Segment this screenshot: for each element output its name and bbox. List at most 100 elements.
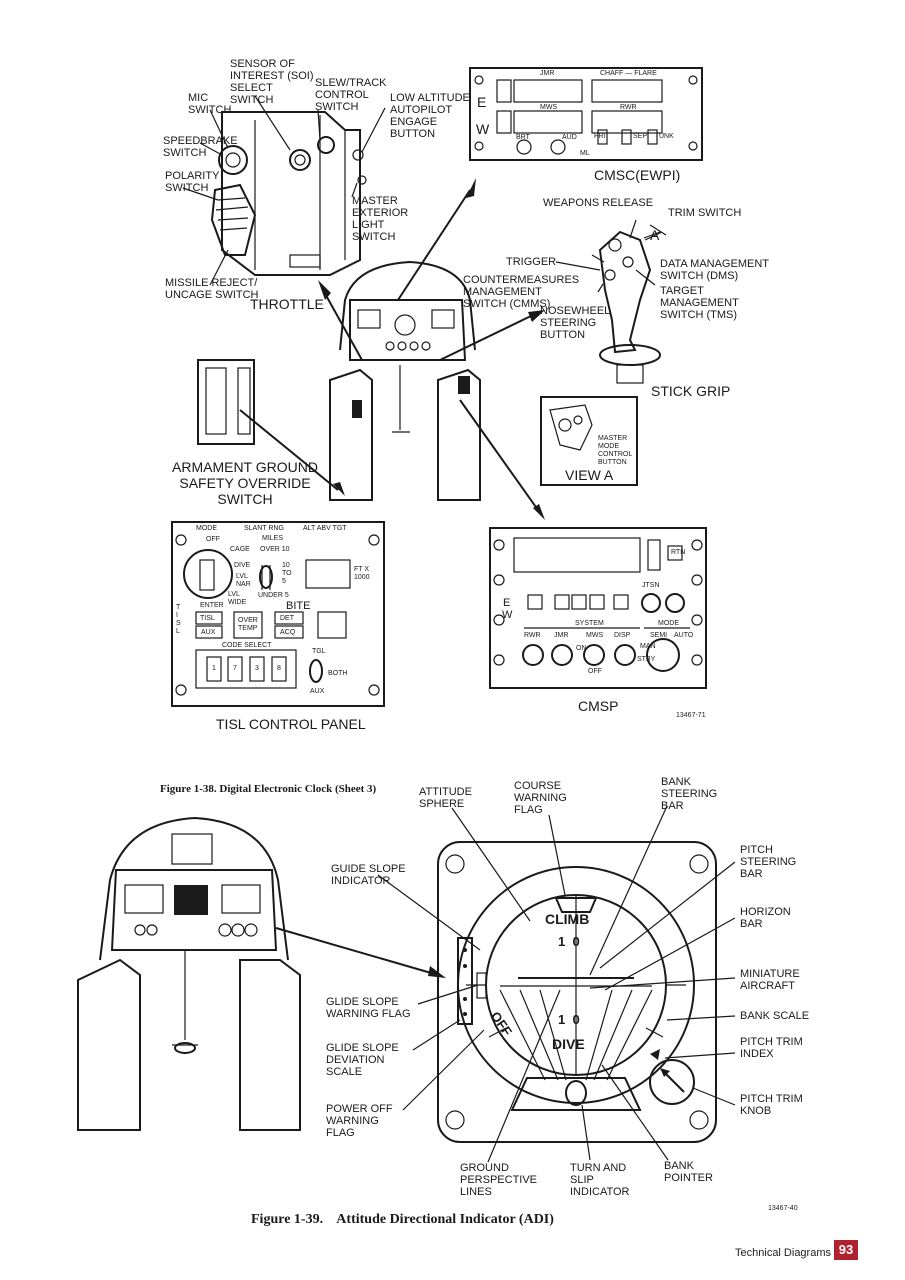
weapons-release-label: WEAPONS RELEASE	[543, 197, 654, 209]
cmsc-brt: BRT	[516, 134, 530, 141]
tisl-aux-button[interactable]: AUX	[201, 629, 216, 636]
cmsp-e: E	[503, 597, 511, 609]
tisl-tgl: TGL	[312, 648, 326, 655]
master-mode-label: MASTER MODE CONTROL BUTTON	[598, 435, 633, 466]
missile-reject-label: MISSILE REJECT/ UNCAGE SWITCH	[165, 277, 259, 301]
stick-grip-title: STICK GRIP	[651, 383, 731, 399]
ground-perspective-lines-label: GROUND PERSPECTIVE LINES	[460, 1162, 538, 1198]
pitch-steering-bar-label: PITCH STEERING BAR	[740, 844, 797, 880]
tisl-lvl-nar: LVL NAR	[236, 573, 251, 588]
soi-switch-label: SENSOR OF INTEREST (SOI) SELECT SWITCH	[230, 58, 314, 106]
cmsp-system: SYSTEM	[575, 620, 604, 627]
tisl-aux-bottom: AUX	[310, 688, 325, 695]
speedbrake-switch-label: SPEEDBRAKE SWITCH	[163, 135, 238, 159]
bank-pointer-label: BANK POINTER	[664, 1160, 713, 1184]
bank-scale-label: BANK SCALE	[740, 1010, 810, 1022]
page-number-badge: 93	[834, 1240, 858, 1260]
tisl-digit-2: 7	[233, 665, 237, 672]
tisl-ftx: FT X 1000	[354, 566, 370, 581]
tisl-mode: MODE	[196, 525, 217, 532]
cmsp-auto: AUTO	[674, 632, 694, 639]
nosewheel-label: NOSEWHEEL STEERING BUTTON	[540, 305, 611, 341]
cmsp-jmr: JMR	[554, 632, 569, 639]
adi-dive-text: DIVE	[552, 1036, 585, 1052]
tisl-lvl-wide: LVL WIDE	[228, 591, 247, 606]
cmsc-chaff-flare: CHAFF — FLARE	[600, 70, 657, 77]
cmsp-disp: DISP	[614, 632, 631, 639]
cmsc-ml: ML	[580, 150, 590, 157]
cmsp-rtn[interactable]: RTN	[671, 549, 686, 556]
tisl-digit-3: 3	[255, 665, 259, 672]
adi-ten-bottom: 1 0	[558, 1012, 580, 1027]
top-pointer-arrows	[239, 178, 545, 520]
cmsp-mode: MODE	[658, 620, 679, 627]
cmms-label: COUNTERMEASURES MANAGEMENT SWITCH (CMMS)	[463, 274, 580, 310]
mic-switch-label: MIC SWITCH	[188, 92, 232, 116]
tisl-cage: CAGE	[230, 546, 250, 553]
dms-label: DATA MANAGEMENT SWITCH (DMS)	[660, 258, 769, 282]
tisl-to5: 10 TO 5	[282, 562, 292, 585]
guide-slope-indicator-label: GUIDE SLOPE INDICATOR	[331, 863, 406, 887]
tisl-dive: DIVE	[234, 562, 251, 569]
cmsp-title: CMSP	[578, 698, 619, 714]
cmsc-pri: PRI	[594, 133, 606, 140]
tisl-slant: SLANT RNG	[244, 525, 284, 532]
tisl-acq[interactable]: ACQ	[280, 629, 296, 636]
attitude-sphere-label: ATTITUDE SPHERE	[419, 786, 472, 810]
tms-label: TARGET MANAGEMENT SWITCH (TMS)	[660, 285, 739, 321]
tisl-alt: ALT ABV TGT	[303, 525, 347, 532]
course-warning-flag-label: COURSE WARNING FLAG	[514, 780, 567, 816]
tisl-title: TISL CONTROL PANEL	[216, 716, 366, 732]
adi-figure-caption: Figure 1-39. Attitude Directional Indica…	[251, 1212, 554, 1227]
cmsp-semi: SEMI	[650, 632, 668, 639]
cmsc-e: E	[477, 94, 487, 110]
turn-and-slip-indicator-label: TURN AND SLIP INDICATOR	[570, 1162, 630, 1198]
cmsc-rwr: RWR	[620, 104, 637, 111]
cmsp-rwr: RWR	[524, 632, 541, 639]
slew-switch-label: SLEW/TRACK CONTROL SWITCH	[315, 77, 387, 113]
prev-figure-caption: Figure 1-38. Digital Electronic Clock (S…	[160, 783, 377, 795]
tisl-digit-1: 1	[212, 665, 216, 672]
tisl-det[interactable]: DET	[280, 615, 294, 622]
trim-switch-label: TRIM SWITCH	[668, 207, 742, 219]
adi-climb-text: CLIMB	[545, 911, 590, 927]
cmsp-on: ON	[576, 645, 587, 652]
cmsc-sep: SEP	[633, 133, 648, 140]
tisl-both: BOTH	[328, 670, 348, 677]
cmsp-w: W	[502, 609, 513, 621]
cmsc-unk: UNK	[659, 133, 674, 140]
cmsp-off: OFF	[588, 668, 602, 675]
tisl-off: OFF	[206, 536, 220, 543]
cmsc-mws: MWS	[540, 104, 558, 111]
trigger-label: TRIGGER	[506, 256, 557, 268]
cmsp-stby: STBY	[637, 656, 656, 663]
cockpit-bottom-drawing	[77, 816, 446, 1131]
tisl-miles: MILES	[262, 535, 284, 542]
horizon-bar-label: HORIZON BAR	[740, 906, 791, 930]
cmsc-jmr: JMR	[540, 70, 555, 77]
stick-grip-drawing	[540, 219, 667, 486]
glide-slope-warning-flag-label: GLIDE SLOPE WARNING FLAG	[326, 996, 411, 1020]
tisl-enter: ENTER	[200, 602, 224, 609]
cockpit-top-drawing	[329, 260, 481, 501]
cmsp-panel-drawing	[489, 527, 707, 689]
cmsc-w: W	[476, 121, 490, 137]
cmsc-title: CMSC(EWPI)	[594, 167, 681, 183]
top-figure-id: 13467-71	[676, 712, 706, 719]
footer-section-title: Technical Diagrams	[735, 1247, 831, 1259]
tisl-button[interactable]: TISL	[200, 615, 215, 622]
power-off-warning-flag-label: POWER OFF WARNING FLAG	[326, 1103, 393, 1139]
adi-figure-id: 13467-40	[768, 1205, 798, 1212]
tisl-code-select: CODE SELECT	[222, 642, 272, 649]
armament-label: ARMAMENT GROUND SAFETY OVERRIDE SWITCH	[172, 459, 318, 507]
cmsc-drawing	[469, 67, 703, 161]
bank-steering-bar-label: BANK STEERING BAR	[661, 776, 718, 812]
cmsp-man: MAN	[640, 643, 656, 650]
cmsc-aud: AUD	[562, 134, 577, 141]
view-a-marker: A	[650, 227, 660, 243]
adi-ten-top: 1 0	[558, 934, 580, 949]
cmsp-mws: MWS	[586, 632, 604, 639]
tisl-over-temp: OVER TEMP	[238, 617, 258, 632]
pitch-trim-knob-label: PITCH TRIM KNOB	[740, 1093, 803, 1117]
throttle-drawing	[182, 95, 386, 286]
